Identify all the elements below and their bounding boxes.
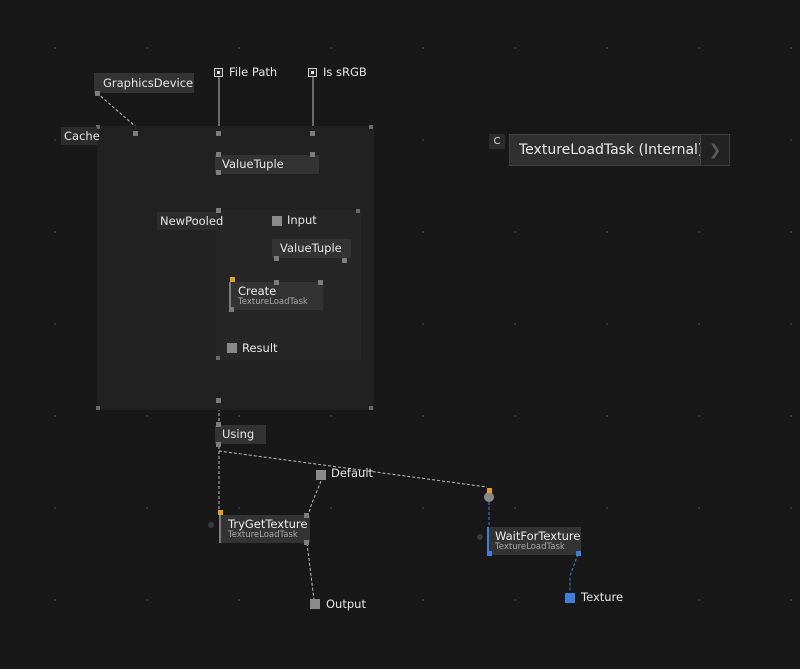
output-label: Output: [326, 597, 366, 611]
trygettexture-node-bar: [219, 515, 221, 543]
waitfortexture-node[interactable]: WaitForTexture TextureLoadTask: [487, 527, 581, 555]
cache-node[interactable]: Cache: [61, 127, 100, 145]
default-label: Default: [331, 466, 374, 480]
class-badge: C: [489, 134, 505, 149]
using-label: Using: [222, 427, 255, 441]
waitfortexture-breakpoint-dot[interactable]: [477, 534, 483, 540]
result-label: Result: [242, 341, 278, 355]
chevron-right-icon[interactable]: ❯: [700, 135, 729, 165]
cache-in-pin[interactable]: [133, 131, 138, 136]
cache-out-pin[interactable]: [216, 398, 221, 403]
create-node[interactable]: Create TextureLoadTask: [229, 282, 323, 310]
valuetuple-out-pin[interactable]: [274, 256, 279, 261]
trygettexture-exec-in-pin[interactable]: [218, 510, 223, 515]
newpooled-in-pin[interactable]: [216, 208, 221, 213]
graph-title-box[interactable]: TextureLoadTask (Internal) ❯: [509, 134, 730, 166]
output-port-square[interactable]: [310, 599, 320, 609]
cache-corner-handle[interactable]: [369, 125, 373, 129]
cache-corner-handle[interactable]: [369, 406, 373, 410]
texture-label: Texture: [581, 590, 624, 604]
trygettexture-breakpoint-dot[interactable]: [208, 522, 214, 528]
valuetuple-out-pin[interactable]: [342, 258, 347, 263]
newpooled-label: NewPooled: [160, 214, 224, 228]
file-path-toggle[interactable]: [214, 68, 223, 77]
create-title: Create: [238, 284, 277, 298]
waitfortexture-node-bar: [487, 527, 489, 555]
valuetuple-label: ValueTuple: [280, 241, 342, 255]
newpooled-corner-handle[interactable]: [356, 209, 360, 213]
cache-in-pin[interactable]: [216, 131, 221, 136]
trygettexture-node[interactable]: TryGetTexture TextureLoadTask: [219, 515, 310, 543]
create-node-bar: [229, 282, 231, 310]
graphics-device-label: GraphicsDevice: [103, 76, 194, 90]
create-out-pin[interactable]: [229, 307, 234, 312]
is-srgb-toggle[interactable]: [308, 68, 317, 77]
valuetuple-node[interactable]: ValueTuple: [215, 155, 319, 174]
newpooled-corner-handle[interactable]: [216, 356, 220, 360]
cache-corner-handle[interactable]: [96, 125, 100, 129]
valuetuple-label: ValueTuple: [222, 157, 284, 171]
trigger-pin: [484, 492, 494, 502]
wire-waitfortexture-to-texture: [569, 553, 579, 592]
create-in-pin[interactable]: [318, 280, 323, 285]
wire-default-to-trygettexture: [306, 480, 322, 519]
result-port-square[interactable]: [227, 343, 237, 353]
waitfortexture-out-pin[interactable]: [576, 551, 581, 556]
cache-corner-handle[interactable]: [96, 406, 100, 410]
waitfortexture-title: WaitForTexture: [495, 529, 581, 543]
is-srgb-label: Is sRGB: [323, 65, 367, 79]
trygettexture-in-pin[interactable]: [304, 513, 309, 518]
graphics-device-node[interactable]: GraphicsDevice: [94, 73, 194, 93]
using-in-pin[interactable]: [216, 422, 221, 427]
trygettexture-subtitle: TextureLoadTask: [228, 530, 298, 540]
waitfortexture-exec-pin[interactable]: [487, 551, 492, 556]
graph-title: TextureLoadTask (Internal): [519, 142, 704, 158]
file-path-label: File Path: [229, 65, 278, 79]
input-port-square[interactable]: [272, 216, 282, 226]
valuetuple-in-pin[interactable]: [310, 152, 315, 157]
wire-trygettexture-to-output: [306, 542, 315, 601]
input-label: Input: [287, 213, 317, 227]
texture-port-square[interactable]: [565, 593, 575, 603]
valuetuple-node[interactable]: ValueTuple: [272, 239, 351, 258]
waitfortexture-subtitle: TextureLoadTask: [495, 542, 565, 552]
valuetuple-out-pin[interactable]: [216, 170, 221, 175]
using-out-pin[interactable]: [216, 442, 221, 447]
graphics-device-out-pin[interactable]: [95, 91, 100, 96]
trigger-exec-pin[interactable]: [487, 488, 492, 493]
create-in-pin[interactable]: [274, 280, 279, 285]
default-port-square[interactable]: [316, 470, 326, 480]
valuetuple-in-pin[interactable]: [216, 152, 221, 157]
create-exec-in-pin[interactable]: [230, 277, 235, 282]
trygettexture-out-pin[interactable]: [304, 540, 309, 545]
cache-in-pin[interactable]: [310, 131, 315, 136]
using-node[interactable]: Using: [215, 425, 266, 444]
cache-label: Cache: [64, 129, 100, 143]
trygettexture-title: TryGetTexture: [228, 517, 308, 531]
newpooled-node[interactable]: NewPooled: [157, 212, 223, 230]
create-subtitle: TextureLoadTask: [238, 297, 308, 307]
